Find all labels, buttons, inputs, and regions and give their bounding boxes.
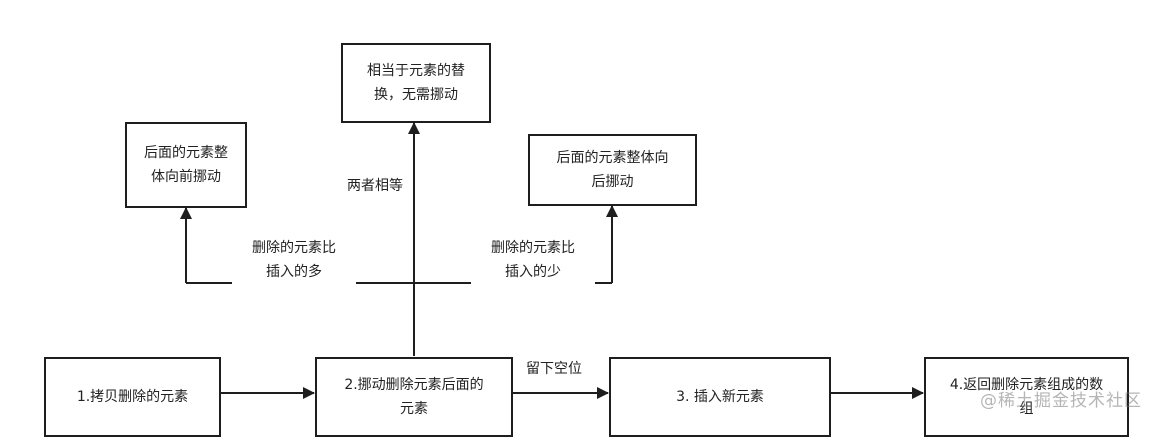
label-deleted-less: 删除的元素比 插入的少 xyxy=(471,236,595,284)
box-insert-new: 3. 插入新元素 xyxy=(609,357,831,437)
box-shift-forward: 后面的元素整 体向前挪动 xyxy=(125,122,247,208)
label-deleted-more: 删除的元素比 插入的多 xyxy=(232,236,356,284)
box-replace-no-move: 相当于元素的替 换，无需挪动 xyxy=(341,43,491,123)
label-equal: 两者相等 xyxy=(339,174,411,198)
label-leave-gap: 留下空位 xyxy=(526,361,582,377)
watermark: @稀土掘金技术社区 xyxy=(980,391,1142,411)
box-copy-deleted: 1.拷贝删除的元素 xyxy=(44,357,221,437)
box-shift-backward: 后面的元素整体向 后挪动 xyxy=(528,134,697,206)
box-move-after-deleted: 2.挪动删除元素后面的 元素 xyxy=(315,357,513,437)
